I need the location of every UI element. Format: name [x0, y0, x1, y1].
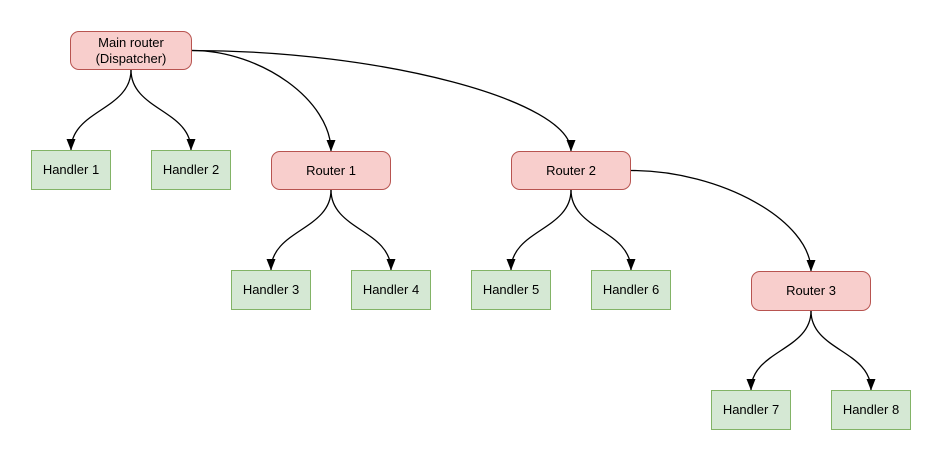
edge-router-1-to-handler-3: [266, 189, 332, 271]
node-handler-2: Handler 2: [151, 150, 231, 190]
edge-router-1-to-handler-4: [330, 189, 396, 271]
edge-router-3-to-handler-8: [810, 310, 876, 391]
node-label-line: Main router: [98, 34, 164, 50]
node-label-line: Handler 2: [162, 162, 220, 177]
node-label-line: Router 1: [306, 162, 356, 178]
node-handler-8: Handler 8: [831, 390, 911, 430]
node-label: Router 1: [306, 163, 356, 179]
node-label-line: Handler 4: [362, 282, 420, 297]
edge-main-router-to-handler-1: [66, 69, 132, 151]
edge-router-3-to-handler-7: [746, 310, 812, 391]
node-handler-4: Handler 4: [351, 270, 431, 310]
edge-router-2-to-handler-5: [506, 189, 572, 271]
node-label: Handler 8: [843, 402, 899, 418]
node-label-line: Handler 5: [482, 282, 540, 297]
node-label: Handler 4: [363, 282, 419, 298]
node-label-line: Handler 3: [242, 282, 300, 297]
edges-group: [66, 49, 876, 391]
node-label-line: (Dispatcher): [95, 50, 167, 66]
node-label: Handler 1: [43, 162, 99, 178]
edge-main-router-to-router-2: [191, 49, 576, 152]
edge-main-router-to-router-1: [191, 49, 336, 152]
node-label: Handler 6: [603, 282, 659, 298]
node-handler-1: Handler 1: [31, 150, 111, 190]
node-router-3: Router 3: [751, 271, 871, 311]
edge-router-2-to-router-3: [630, 169, 816, 272]
edge-router-2-to-handler-6: [570, 189, 636, 271]
node-label: Handler 3: [243, 282, 299, 298]
node-label-line: Handler 1: [42, 162, 100, 177]
node-router-2: Router 2: [511, 151, 631, 190]
node-label: Main router(Dispatcher): [96, 35, 167, 67]
node-label-line: Handler 6: [602, 282, 660, 297]
edge-main-router-to-handler-2: [130, 69, 196, 151]
node-main-router: Main router(Dispatcher): [70, 31, 192, 70]
node-label-line: Handler 8: [842, 402, 900, 417]
node-label: Handler 2: [163, 162, 219, 178]
node-label: Handler 7: [723, 402, 779, 418]
node-label: Router 3: [786, 283, 836, 299]
node-label-line: Handler 7: [722, 402, 780, 417]
node-label: Router 2: [546, 163, 596, 179]
node-label-line: Router 2: [546, 162, 596, 178]
node-handler-5: Handler 5: [471, 270, 551, 310]
node-handler-6: Handler 6: [591, 270, 671, 310]
node-label-line: Router 3: [786, 283, 836, 298]
node-label: Handler 5: [483, 282, 539, 298]
node-handler-3: Handler 3: [231, 270, 311, 310]
node-router-1: Router 1: [271, 151, 391, 190]
node-handler-7: Handler 7: [711, 390, 791, 430]
